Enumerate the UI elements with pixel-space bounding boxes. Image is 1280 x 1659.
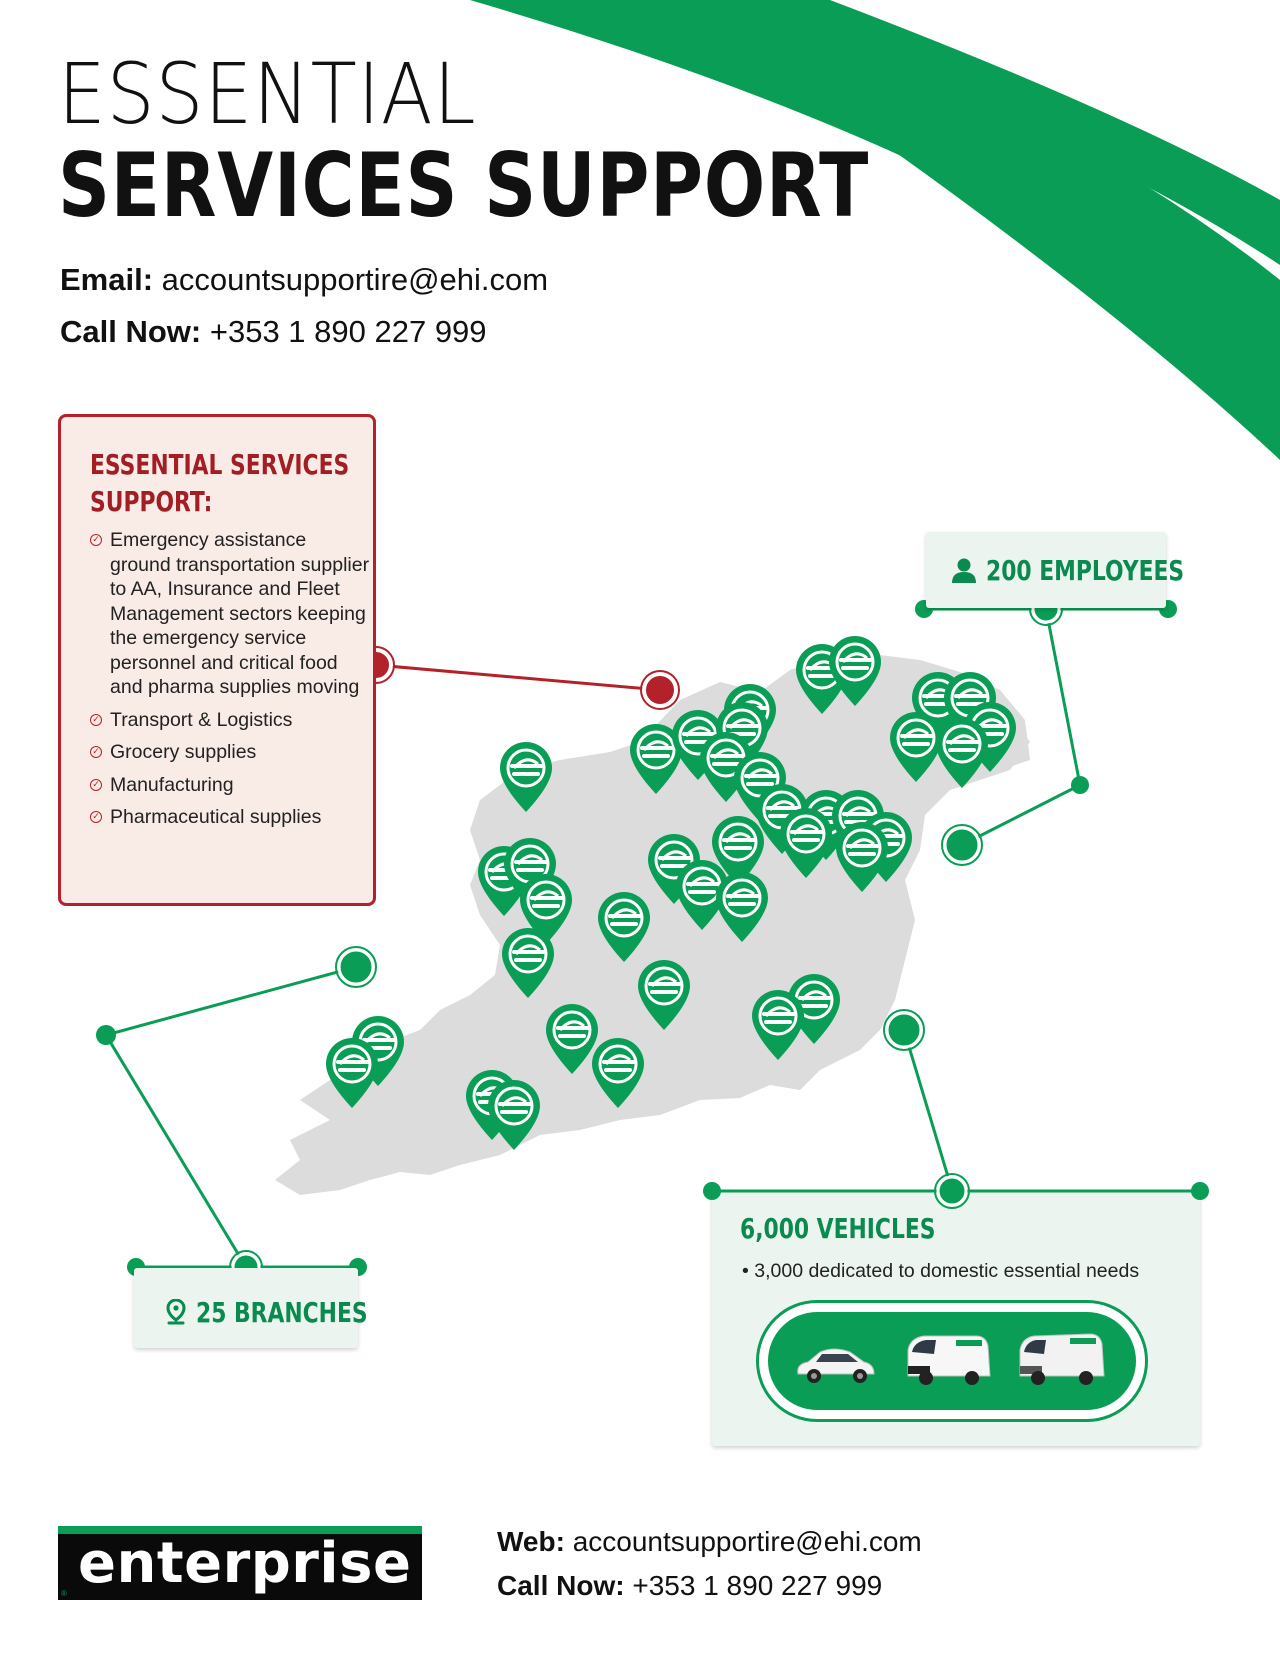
web-value[interactable]: accountsupportire@ehi.com <box>572 1526 922 1557</box>
support-box-title: ESSENTIAL SERVICES SUPPORT: <box>90 446 355 520</box>
check-circle-icon: ✓ <box>90 811 102 823</box>
red-node-map <box>642 672 678 708</box>
branches-label: 25 BRANCHES <box>196 1296 368 1329</box>
footer-call-label: Call Now: <box>497 1570 625 1601</box>
page-title-line1: ESSENTIAL <box>58 45 477 143</box>
support-box-title-line2: SUPPORT: <box>90 485 213 518</box>
car-icon <box>797 1348 875 1383</box>
person-icon <box>952 558 976 583</box>
list-item: ✓Grocery supplies <box>90 740 370 765</box>
support-box-title-line1: ESSENTIAL SERVICES <box>90 448 350 481</box>
van-icon <box>1019 1333 1105 1385</box>
list-item: ✓Manufacturing <box>90 773 370 798</box>
logo-registered-mark: ® <box>61 1589 67 1598</box>
page-title-line2: SERVICES SUPPORT <box>58 134 870 237</box>
web-label: Web: <box>497 1526 565 1557</box>
check-circle-icon: ✓ <box>90 534 102 546</box>
footer-call-line: Call Now: +353 1 890 227 999 <box>497 1570 882 1602</box>
ireland-map <box>275 660 1030 1195</box>
support-list: ✓Emergency assistance ground transportat… <box>90 528 370 838</box>
enterprise-logo: enterprise ® <box>58 1526 422 1600</box>
vehicles-title: 6,000 VEHICLES <box>740 1212 936 1245</box>
van-icon <box>907 1335 991 1385</box>
vehicles-bullet: • 3,000 dedicated to domestic essential … <box>742 1260 1140 1282</box>
list-item: ✓Pharmaceutical supplies <box>90 805 370 830</box>
check-circle-icon: ✓ <box>90 778 102 791</box>
email-value[interactable]: accountsupportire@ehi.com <box>161 262 549 297</box>
employees-label: 200 EMPLOYEES <box>986 554 1185 587</box>
call-value[interactable]: +353 1 890 227 999 <box>209 314 487 349</box>
footer-web-line: Web: accountsupportire@ehi.com <box>497 1526 922 1558</box>
footer-call-value[interactable]: +353 1 890 227 999 <box>632 1570 883 1601</box>
green-swoosh-outer <box>470 0 1280 400</box>
list-item: ✓Emergency assistance ground transportat… <box>90 528 370 700</box>
location-pin-icon <box>166 1299 186 1325</box>
vehicle-images <box>797 1333 1105 1385</box>
email-line: Email: accountsupportire@ehi.com <box>60 262 548 298</box>
branches-card <box>134 1268 358 1348</box>
email-label: Email: <box>60 262 154 297</box>
call-line: Call Now: +353 1 890 227 999 <box>60 314 487 350</box>
list-item: ✓Transport & Logistics <box>90 708 370 733</box>
check-circle-icon: ✓ <box>90 746 102 758</box>
essential-services-box <box>58 414 376 906</box>
logo-green-strip <box>58 1526 422 1534</box>
check-circle-icon: ✓ <box>90 713 102 726</box>
call-label: Call Now: <box>60 314 202 349</box>
logo-text: enterprise <box>78 1531 412 1596</box>
